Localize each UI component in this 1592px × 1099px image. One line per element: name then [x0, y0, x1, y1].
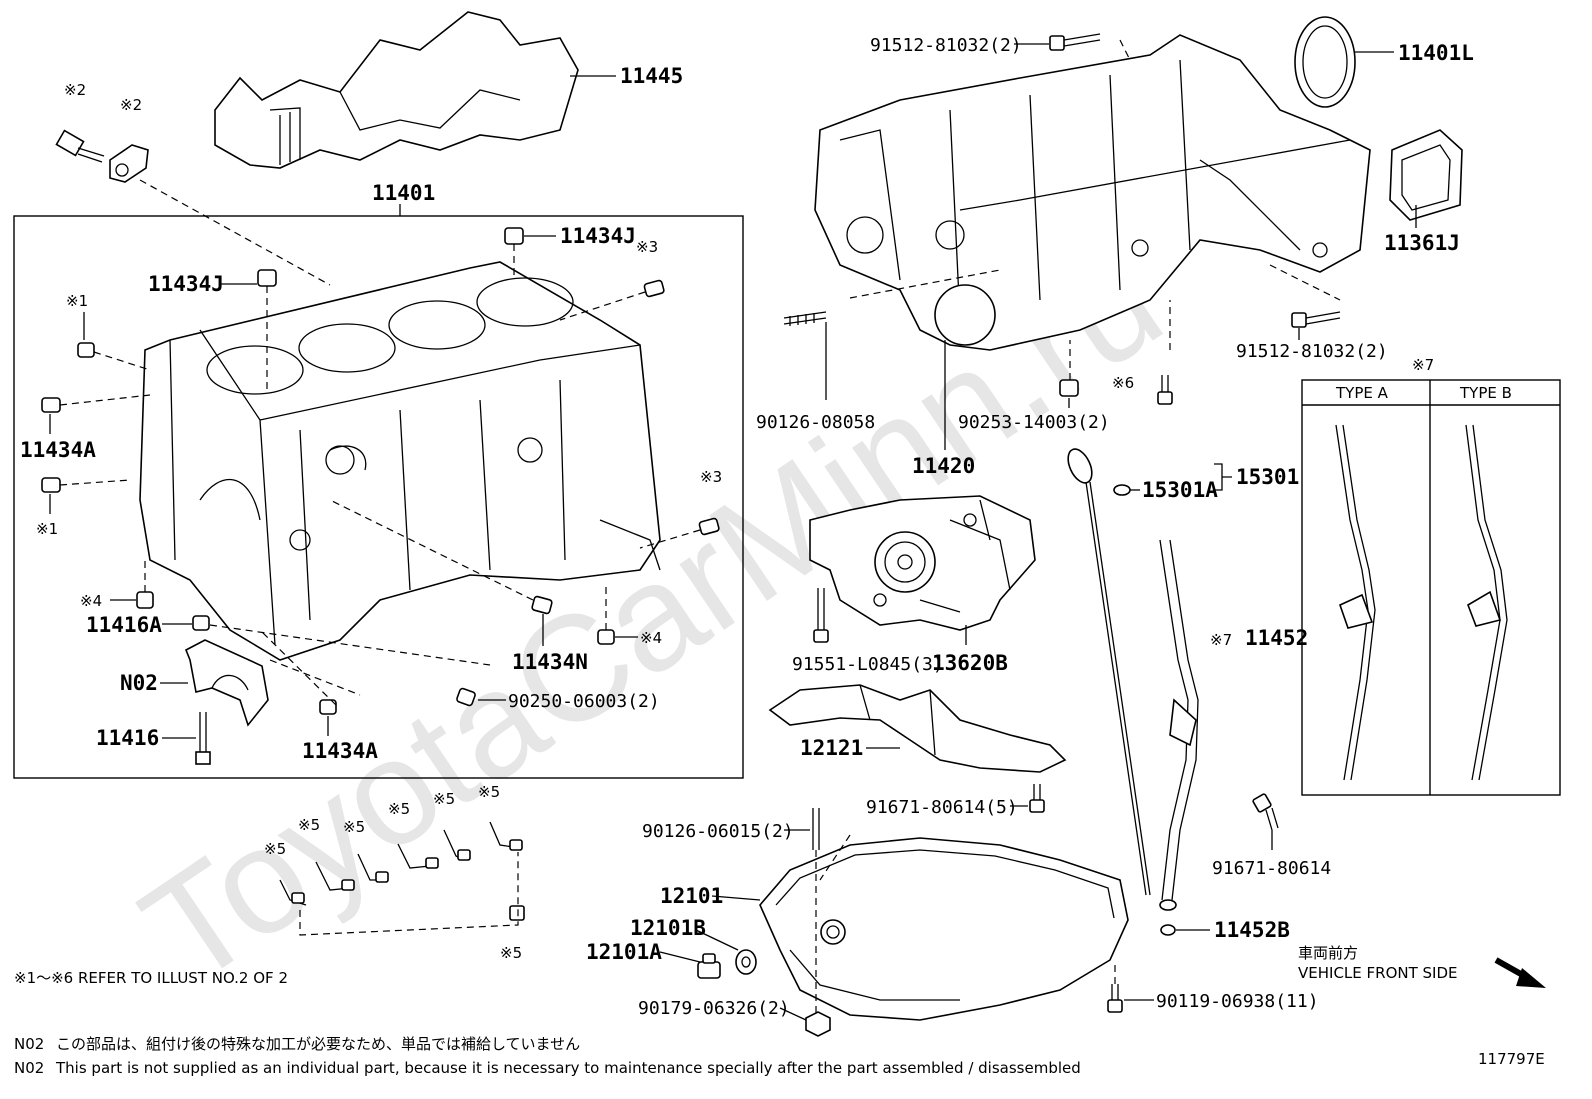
stud-90126-08058-drawing — [783, 311, 827, 326]
label-91512-81032-top: 91512-81032(2) — [870, 35, 1022, 56]
type-a-label: TYPE A — [1335, 384, 1389, 402]
insulator-11445-drawing — [214, 11, 579, 169]
bolt-91551-drawing — [813, 588, 829, 643]
refer-note: ※1～※6 REFER TO ILLUST NO.2 OF 2 — [14, 969, 288, 987]
label-91512-81032-bottom: 91512-81032(2) — [1236, 341, 1388, 362]
label-91551-L0845: 91551-L0845(3) — [792, 654, 944, 675]
drain-plug-drawing — [697, 953, 721, 979]
label-12101B: 12101B — [630, 916, 706, 940]
label-11434J-a: 11434J — [560, 224, 636, 248]
mark-7: ※7 — [1210, 631, 1232, 649]
bolt-91671-5-drawing — [1029, 784, 1045, 813]
bolt-90119-drawing — [1107, 984, 1123, 1013]
label-90119-06938: 90119-06938(11) — [1156, 991, 1319, 1012]
bearing-cap-drawing — [184, 639, 269, 727]
label-11416A: 11416A — [86, 613, 162, 637]
oil-pan-drawing — [759, 837, 1129, 1021]
stiffener-11420-drawing — [814, 34, 1371, 351]
group-box-11401 — [13, 215, 744, 779]
label-11416: 11416 — [96, 726, 159, 750]
label-12121: 12121 — [800, 736, 863, 760]
label-90179-06326: 90179-06326(2) — [638, 998, 790, 1019]
baffle-plate-drawing — [768, 684, 1067, 773]
label-90126-08058: 90126-08058 — [756, 412, 875, 433]
gasket-11361J-drawing — [1389, 129, 1463, 221]
label-90126-06015: 90126-06015(2) — [642, 821, 794, 842]
mark-5d: ※5 — [388, 800, 410, 818]
label-12101: 12101 — [660, 884, 723, 908]
oil-pump-drawing — [809, 495, 1036, 631]
bolt-91512-top-drawing — [1049, 33, 1101, 51]
cylinder-block-drawing — [139, 261, 661, 661]
label-90253-14003: 90253-14003(2) — [958, 412, 1110, 433]
label-13620B: 13620B — [932, 651, 1008, 675]
group-label-11401: 11401 — [372, 181, 435, 205]
footnote-en-code: N02 — [14, 1059, 44, 1077]
mark-5c: ※5 — [343, 818, 365, 836]
guide-tube-drawing — [1159, 539, 1199, 911]
oil-nozzles-drawing — [279, 821, 525, 921]
type-b-tube — [1465, 424, 1508, 781]
mark-1a: ※1 — [66, 292, 88, 310]
label-90250-06003: 90250-06003(2) — [508, 691, 660, 712]
bolt-91512-bottom-drawing — [1291, 311, 1341, 328]
illust-number: 117797E — [1478, 1050, 1545, 1068]
type-b-label: TYPE B — [1459, 384, 1512, 402]
mark-7-box: ※7 — [1412, 356, 1434, 374]
label-11434J-b: 11434J — [148, 272, 224, 296]
bolt-6-drawing — [1157, 375, 1173, 405]
label-11452B: 11452B — [1214, 918, 1290, 942]
label-11434N: 11434N — [512, 650, 588, 674]
footnote-en-text: This part is not supplied as an individu… — [55, 1059, 1081, 1077]
mark-5e: ※5 — [433, 790, 455, 808]
front-label-jp: 車両前方 — [1298, 944, 1358, 962]
label-12101A: 12101A — [586, 940, 662, 964]
bolt-drawing — [55, 129, 105, 163]
label-91671-80614-5: 91671-80614(5) — [866, 797, 1018, 818]
label-15301: 15301 — [1236, 465, 1299, 489]
label-N02: N02 — [120, 671, 158, 695]
mark-5g: ※5 — [500, 944, 522, 962]
label-11434A-a: 11434A — [20, 438, 96, 462]
mark-6: ※6 — [1112, 374, 1134, 392]
mark-2b: ※2 — [120, 96, 142, 114]
footnote-jp-code: N02 — [14, 1035, 44, 1053]
footnote-jp-text: この部品は、組付け後の特殊な加工が必要なため、単品では補給していません — [56, 1035, 580, 1053]
front-arrow-icon — [1494, 957, 1546, 988]
label-91671-80614: 91671-80614 — [1212, 858, 1331, 879]
cap-bolt-drawing — [195, 712, 211, 765]
mark-5f: ※5 — [478, 783, 500, 801]
type-a-tube — [1335, 424, 1376, 781]
label-15301A: 15301A — [1142, 478, 1218, 502]
mark-5a: ※5 — [264, 840, 286, 858]
knock-sensor-drawing — [109, 144, 149, 183]
front-label-en: VEHICLE FRONT SIDE — [1298, 964, 1458, 982]
mark-1b: ※1 — [36, 520, 58, 538]
type-box — [1301, 379, 1561, 796]
stud-90126-06015-drawing — [812, 808, 820, 850]
label-11452: 11452 — [1245, 626, 1308, 650]
mark-2a: ※2 — [64, 81, 86, 99]
mark-3a: ※3 — [636, 238, 658, 256]
oil-seal-drawing — [1294, 16, 1356, 108]
mark-4a: ※4 — [80, 592, 102, 610]
dipstick-drawing — [1067, 448, 1151, 896]
label-11361J: 11361J — [1384, 231, 1460, 255]
mark-3b: ※3 — [700, 468, 722, 486]
label-11401L: 11401L — [1398, 41, 1474, 65]
mark-5b: ※5 — [298, 816, 320, 834]
label-11445: 11445 — [620, 64, 683, 88]
label-11420: 11420 — [912, 454, 975, 478]
bolt-91671-drawing — [1252, 793, 1279, 831]
mark-4b: ※4 — [640, 629, 662, 647]
label-11434A-b: 11434A — [302, 739, 378, 763]
